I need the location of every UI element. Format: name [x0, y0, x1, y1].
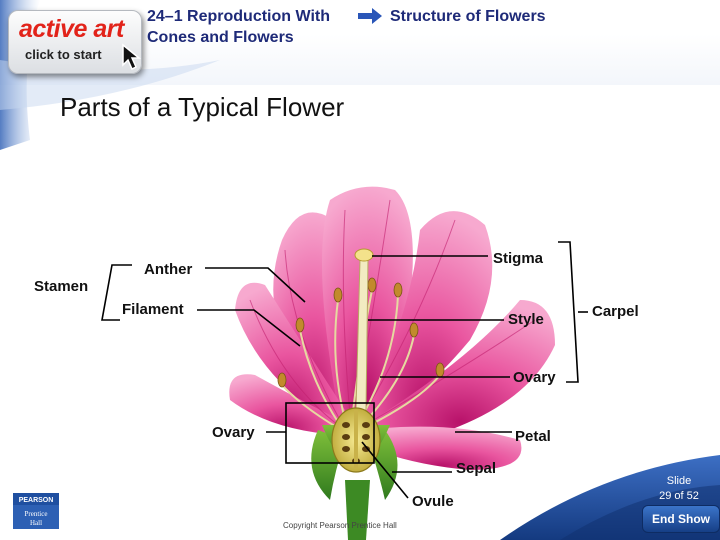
label-stigma: Stigma	[493, 250, 544, 267]
label-style: Style	[508, 311, 544, 328]
slide-label: Slide	[666, 475, 692, 487]
publisher-line2: Hall	[30, 519, 42, 527]
petal-back-right	[360, 211, 493, 425]
active-art-title: active art	[19, 15, 124, 43]
label-filament: Filament	[122, 301, 184, 318]
anther-callout	[205, 267, 306, 303]
page-title: Parts of a Typical Flower	[60, 92, 345, 122]
stigma	[354, 248, 374, 262]
active-art-subtitle: click to start	[25, 47, 102, 62]
end-show-button[interactable]: End Show	[642, 505, 720, 533]
active-art-button[interactable]: active art click to start	[8, 10, 142, 74]
publisher-line1: Prentice	[25, 510, 48, 518]
carpel-bracket	[558, 241, 579, 383]
ovary-box	[285, 402, 375, 464]
label-ovule: Ovule	[412, 493, 454, 510]
slide-number: Slide 29 of 52	[648, 474, 710, 504]
cursor-icon	[122, 43, 142, 71]
copyright-text: Copyright Pearson Prentice Hall	[283, 521, 397, 530]
section-title: 24–1 Reproduction With Cones and Flowers	[147, 6, 330, 48]
label-sepal: Sepal	[456, 460, 497, 477]
topic-title: Structure of Flowers	[390, 8, 546, 25]
stamen-bracket	[101, 264, 132, 321]
filament-callout	[197, 309, 301, 347]
ovule-callout	[361, 441, 409, 499]
slide-count: 29 of 52	[659, 490, 699, 502]
publisher-top: PEARSON	[19, 497, 54, 504]
section-title-line1: 24–1 Reproduction With	[147, 8, 330, 25]
stem	[345, 480, 370, 540]
label-anther: Anther	[144, 261, 193, 278]
pearson-logo: PEARSON Prentice Hall	[13, 493, 59, 529]
label-ovary-left: Ovary	[212, 424, 255, 441]
label-carpel: Carpel	[592, 303, 639, 320]
arrow-right-icon	[358, 8, 382, 24]
label-stamen: Stamen	[34, 278, 89, 295]
petal-lower-left	[229, 374, 340, 435]
petal-lower-right	[362, 426, 522, 470]
petal-left	[235, 282, 345, 428]
label-ovary-top: Ovary	[513, 369, 556, 386]
label-petal: Petal	[515, 428, 551, 445]
section-title-line2: Cones and Flowers	[147, 29, 294, 46]
